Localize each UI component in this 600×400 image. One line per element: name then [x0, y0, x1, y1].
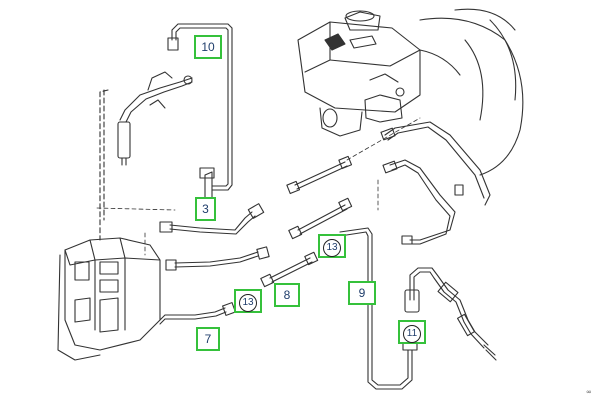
callout-13-upper-label: 13 [323, 239, 341, 257]
corner-mark: ∞ [586, 388, 592, 396]
master-cylinder-brake-lines [380, 121, 491, 245]
callout-8[interactable]: 8 [274, 283, 300, 307]
callout-9[interactable]: 9 [348, 281, 376, 305]
callout-11[interactable]: 11 [398, 320, 426, 344]
leader-lines [96, 117, 421, 256]
callout-11-label: 11 [403, 325, 421, 343]
callout-8-label: 8 [283, 288, 291, 302]
callout-10[interactable]: 10 [194, 35, 222, 59]
callout-13-lower-label: 13 [239, 294, 257, 312]
callout-10-label: 10 [201, 40, 215, 54]
abs-modulator-unit [57, 237, 161, 361]
callout-13-upper[interactable]: 13 [318, 234, 346, 258]
callout-7[interactable]: 7 [196, 327, 220, 351]
callout-3-label: 3 [202, 202, 209, 216]
loose-brake-pipes [260, 155, 353, 288]
abs-brake-lines [159, 203, 270, 325]
callout-9-label: 9 [358, 286, 366, 300]
master-cylinder-assembly [297, 8, 524, 176]
brake-line-10 [167, 23, 233, 201]
callout-7-label: 7 [204, 332, 212, 346]
callout-13-lower[interactable]: 13 [234, 289, 262, 313]
flexible-brake-hose [99, 71, 193, 241]
brake-line-11 [404, 267, 497, 361]
callout-3[interactable]: 3 [195, 197, 216, 221]
